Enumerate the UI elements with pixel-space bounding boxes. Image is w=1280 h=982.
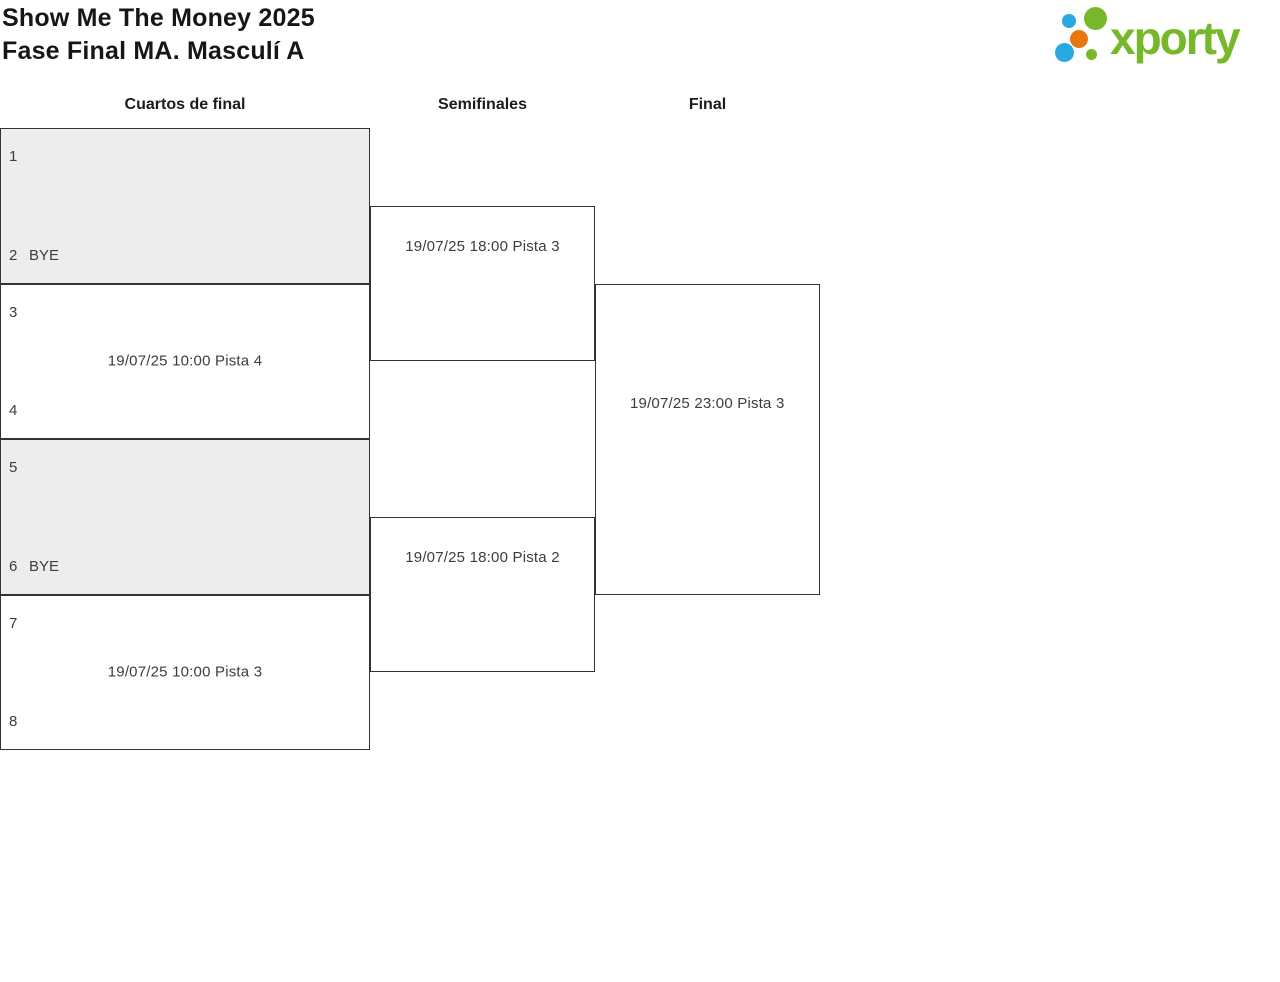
round-label-cuartos: Cuartos de final [124,96,246,113]
semifinal-match-2[interactable]: 19/07/25 18:00 Pista 2 [370,516,595,673]
round-label-semifinales: Semifinales [438,96,527,113]
final-match[interactable]: 19/07/25 23:00 Pista 3 [595,283,820,595]
match-schedule: 19/07/25 23:00 Pista 3 [629,394,785,412]
team-name: BYE [29,557,60,575]
logo-dot-blue-large-icon [1055,43,1074,62]
team-name: BYE [29,246,60,264]
seed-number: 1 [9,148,18,165]
match-schedule: 19/07/25 18:00 Pista 3 [405,237,560,255]
seed-number: 7 [9,614,18,632]
logo-dot-orange-icon [1070,30,1088,48]
seed-number: 2 [9,246,18,264]
match-schedule: 19/07/25 18:00 Pista 2 [405,548,560,566]
quarterfinal-match-4[interactable]: 7 19/07/25 10:00 Pista 3 8 [0,594,370,750]
logo-dot-blue-small-icon [1062,14,1076,28]
logo-dot-green-small-icon [1086,49,1097,60]
page-title: Show Me The Money 2025 Fase Final MA. Ma… [2,2,315,68]
quarterfinal-match-2[interactable]: 3 19/07/25 10:00 Pista 4 4 [0,283,370,439]
match-schedule: 19/07/25 10:00 Pista 4 [107,352,263,370]
seed-number: 5 [9,459,18,476]
phase-name: Fase Final MA. Masculí A [2,37,305,65]
seed-number: 8 [9,713,18,730]
logo-dot-green-large-icon [1084,7,1107,30]
round-label-final: Final [688,96,727,113]
match-schedule: 19/07/25 10:00 Pista 3 [107,663,263,681]
tournament-name: Show Me The Money 2025 [2,4,315,32]
seed-number: 6 [9,557,18,575]
seed-number: 4 [9,402,18,419]
quarterfinal-match-3[interactable]: 5 6 BYE [0,439,370,595]
seed-number: 3 [9,303,18,321]
semifinal-match-1[interactable]: 19/07/25 18:00 Pista 3 [370,205,595,362]
quarterfinal-match-1[interactable]: 1 2 BYE [0,128,370,284]
logo-wordmark: xporty [1110,12,1241,64]
xporty-logo[interactable]: xporty [1048,5,1273,70]
